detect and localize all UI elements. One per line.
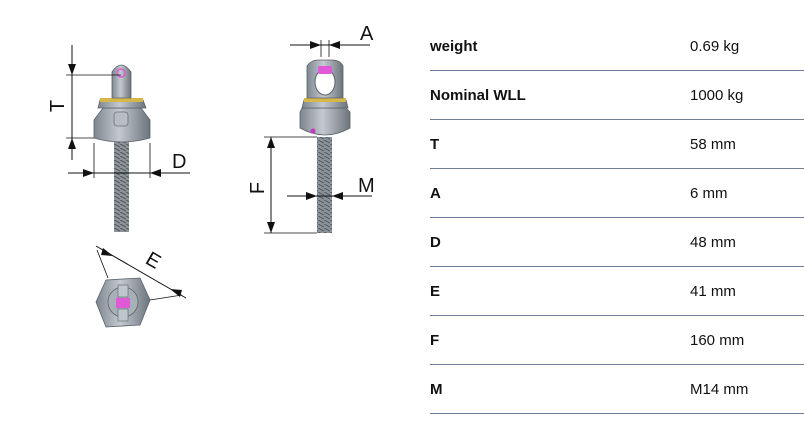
spec-label: F — [430, 315, 690, 365]
m-arrow-right — [332, 192, 343, 200]
spec-label: Nominal WLL — [430, 70, 690, 120]
e-arrow-right — [170, 289, 182, 297]
table-row: E 41 mm — [430, 266, 804, 316]
table-row: T 58 mm — [430, 119, 804, 169]
specifications-table: weight 0.69 kg Nominal WLL 1000 kg T 58 … — [430, 22, 804, 414]
top-pin — [116, 298, 130, 308]
f-label: F — [247, 182, 269, 194]
shackle-pin — [318, 66, 332, 74]
top-eye-lower — [117, 308, 129, 322]
eyebolt-drawings-svg: T D — [47, 23, 375, 328]
spec-value: 58 mm — [690, 119, 804, 169]
gold-ring — [100, 98, 143, 102]
eye-hole — [116, 68, 126, 78]
technical-drawings: T D — [47, 23, 375, 328]
f-arrow-bottom — [267, 222, 275, 233]
table-row: Nominal WLL 1000 kg — [430, 70, 804, 120]
table-row: D 48 mm — [430, 217, 804, 267]
spec-label: A — [430, 168, 690, 218]
front-view-right: A F M — [247, 23, 375, 234]
side-view-left: T D — [47, 45, 190, 232]
e-extension-right — [149, 294, 183, 301]
d-arrow-left — [83, 169, 94, 177]
spec-value: 0.69 kg — [690, 22, 804, 71]
spec-value: 160 mm — [690, 315, 804, 365]
spec-label: T — [430, 119, 690, 169]
spec-label: E — [430, 266, 690, 316]
m-arrow-left — [306, 192, 317, 200]
spec-label: weight — [430, 22, 690, 71]
thread-shank — [114, 138, 129, 232]
hex-body — [299, 107, 351, 136]
top-eye-upper — [117, 284, 129, 298]
spec-value: 48 mm — [690, 217, 804, 267]
f-arrow-top — [267, 137, 275, 148]
t-arrow-bottom — [68, 138, 76, 149]
spec-value: 41 mm — [690, 266, 804, 316]
t-arrow-top — [68, 64, 76, 75]
spec-label: M — [430, 364, 690, 414]
t-label: T — [47, 100, 69, 112]
a-arrow-right — [329, 41, 340, 49]
body-dot — [310, 128, 316, 134]
thread-shank — [317, 137, 332, 233]
a-label: A — [360, 23, 374, 45]
e-extension-left — [96, 249, 109, 279]
table-row: weight 0.69 kg — [430, 22, 804, 71]
table-row: F 160 mm — [430, 315, 804, 365]
spec-value: 6 mm — [690, 168, 804, 218]
gold-ring — [304, 98, 346, 102]
spec-label: D — [430, 217, 690, 267]
table-row: M M14 mm — [430, 364, 804, 414]
top-view-bottom: E — [95, 245, 187, 328]
m-label: M — [358, 175, 375, 197]
table-row: A 6 mm — [430, 168, 804, 218]
spec-value: M14 mm — [690, 364, 804, 414]
swivel-eye — [111, 64, 132, 99]
d-arrow-right — [150, 169, 161, 177]
d-label: D — [172, 151, 186, 173]
body-window — [113, 111, 129, 127]
spec-value: 1000 kg — [690, 70, 804, 120]
a-arrow-left — [310, 41, 321, 49]
e-arrow-left — [101, 248, 113, 256]
e-label: E — [142, 248, 165, 274]
